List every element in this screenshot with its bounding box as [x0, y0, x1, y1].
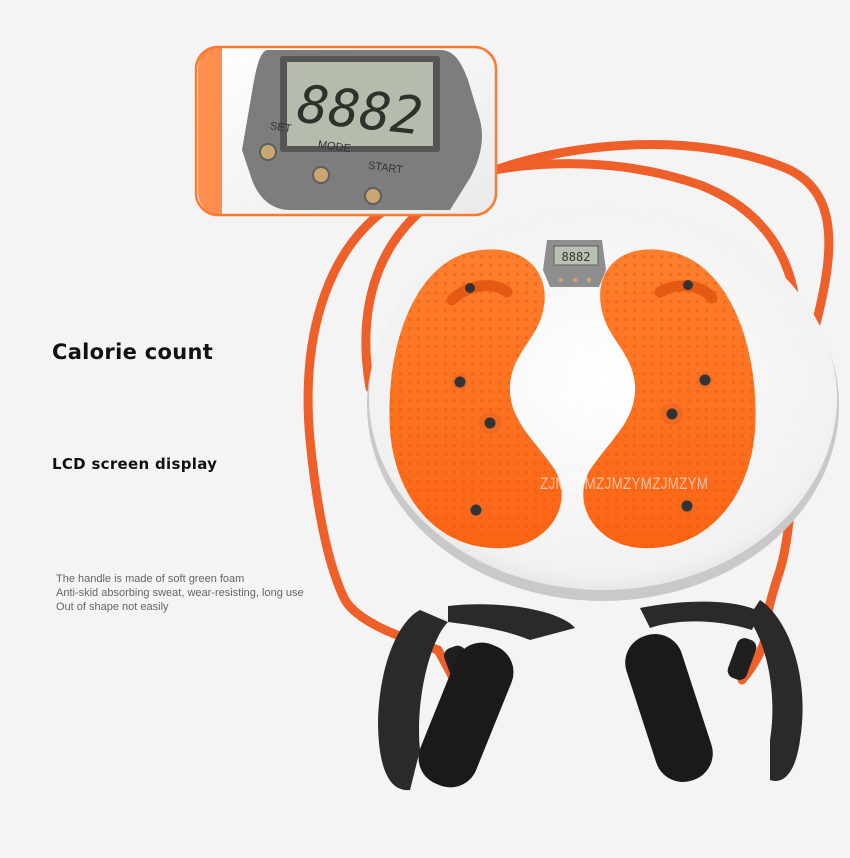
right-handle: [625, 600, 803, 782]
disc-lcd-counter: [543, 240, 606, 287]
start-button-label: START: [367, 160, 404, 177]
feature-list: The handle is made of soft green foam An…: [56, 572, 304, 614]
right-foot-pad: [583, 249, 756, 549]
left-handle: [378, 604, 575, 791]
feature-line: Anti-skid absorbing sweat, wear-resistin…: [56, 587, 304, 599]
feature-line: Out of shape not easily: [56, 601, 169, 613]
disc-lcd-reading: 8882: [562, 250, 591, 264]
lcd-screen-heading: LCD screen display: [52, 455, 218, 473]
set-button-label: SET: [269, 120, 292, 135]
left-foot-pad: [389, 249, 562, 549]
mode-button-label: MODE: [317, 139, 351, 155]
lcd-closeup-inset: [194, 45, 498, 217]
watermark-text: ZJMZYMZJMZYMZJMZYM: [540, 474, 709, 493]
lcd-closeup-reading: 8882: [294, 75, 425, 148]
feature-line: The handle is made of soft green foam: [56, 573, 245, 585]
calorie-count-heading: Calorie count: [52, 340, 214, 364]
